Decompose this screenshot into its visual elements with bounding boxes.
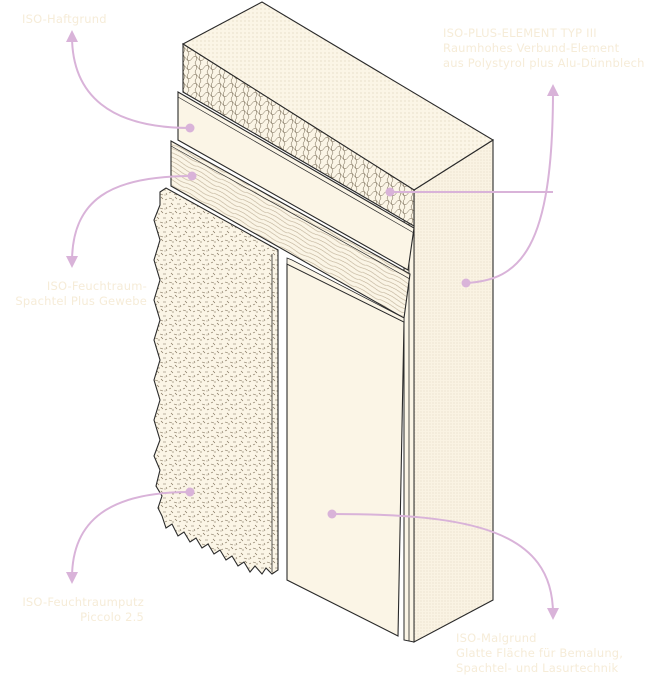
label-haftgrund: ISO-Haftgrund [22,12,107,27]
haftgrund-edge-line [177,96,415,234]
callout-feuchtraumputz [66,487,195,584]
label-malgrund-line-3: Spachtel- und Lasurtechnik [456,661,619,675]
malgrund-panel [286,263,405,637]
label-malgrund: ISO-Malgrund Glatte Fläche für Bemalung,… [456,631,623,676]
label-plus-element-line-1: ISO-PLUS-ELEMENT TYP III [443,26,597,40]
callout-feuchtraum-spachtel [66,171,197,268]
label-malgrund-line-2: Glatte Fläche für Bemalung, [456,646,624,660]
malgrund-panel-edge [286,257,405,323]
label-feuchtraum-spachtel-line-1: ISO-Feuchtraum- [46,279,147,293]
callout-malgrund [327,509,559,620]
haftgrund-layer [177,91,415,271]
feuchtraumputz-panel [153,187,279,575]
label-feuchtraum-spachtel-line-2: Spachtel Plus Gewebe [15,294,147,308]
label-feuchtraumputz: ISO-Feuchtraumputz Piccolo 2.5 [22,595,144,625]
spachtel-edge-line [170,145,411,280]
label-malgrund-line-1: ISO-Malgrund [456,631,537,645]
label-feuchtraum-spachtel: ISO-Feuchtraum- Spachtel Plus Gewebe [15,279,147,309]
label-plus-element: ISO-PLUS-ELEMENT TYP III Raumhohes Verbu… [443,26,645,71]
label-feuchtraumputz-line-1: ISO-Feuchtraumputz [22,595,144,609]
callout-plus-element [385,84,559,288]
label-plus-element-line-3: aus Polystyrol plus Alu-Dünnblech [443,56,645,70]
wall-side-face [413,139,494,643]
callout-haftgrund [66,30,195,133]
label-feuchtraumputz-line-2: Piccolo 2.5 [80,610,144,624]
polystyrene-layer [182,43,415,227]
label-haftgrund-line-1: ISO-Haftgrund [22,12,107,26]
label-plus-element-line-2: Raumhohes Verbund-Element [443,41,620,55]
